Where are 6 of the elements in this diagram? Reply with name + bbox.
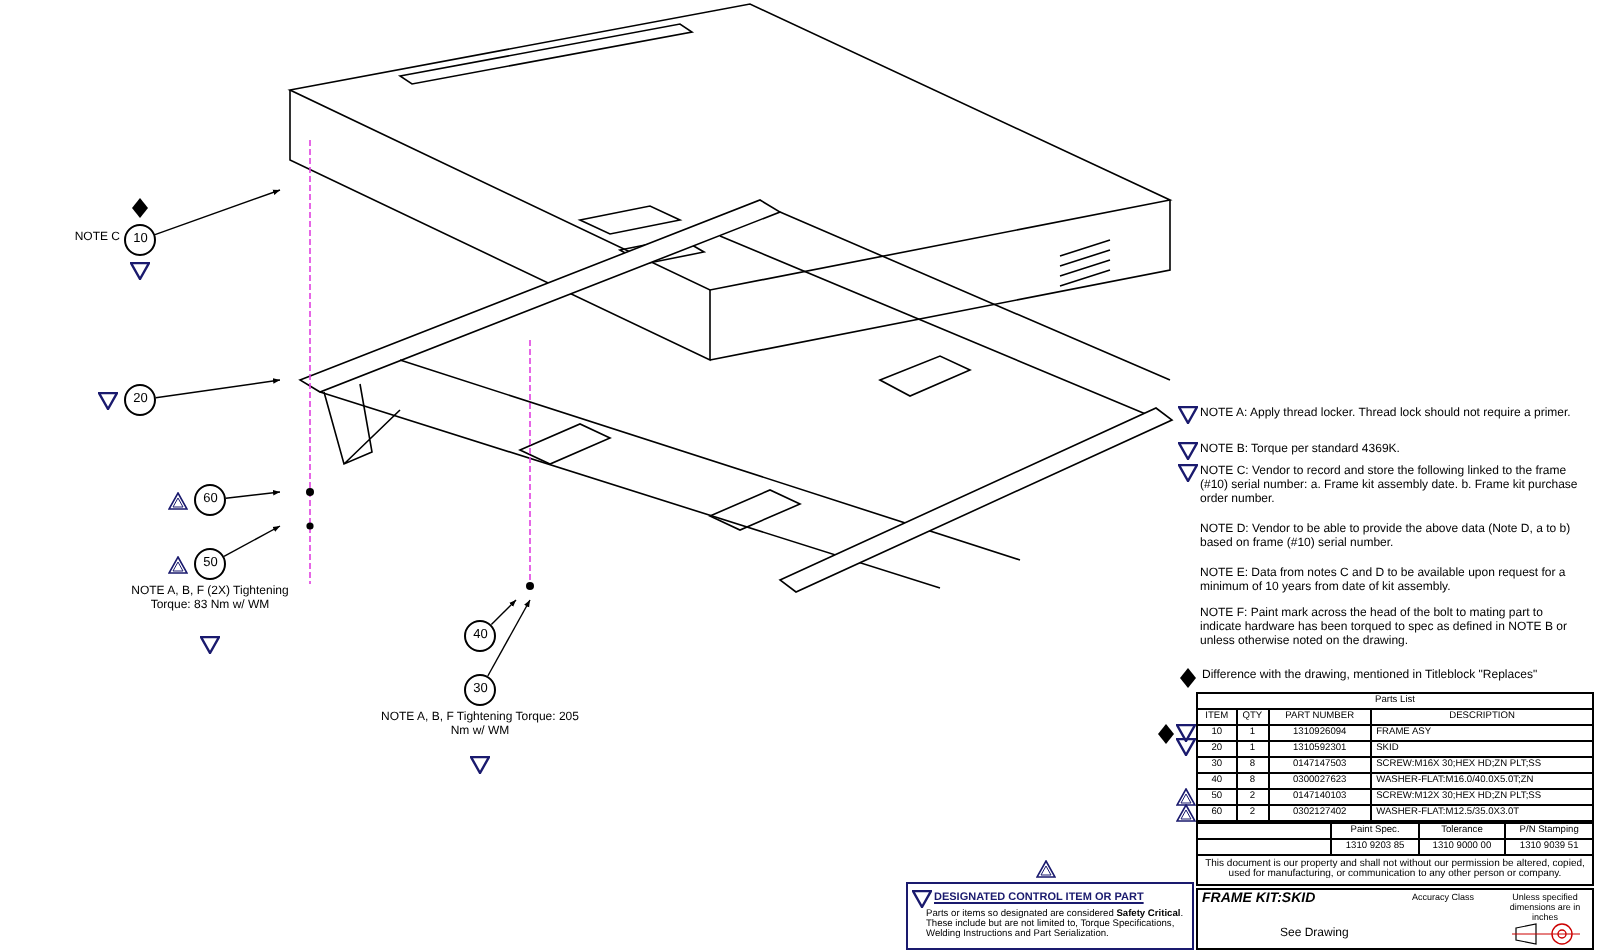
leader-line bbox=[223, 525, 281, 558]
leader-line bbox=[155, 378, 281, 399]
leader-line bbox=[154, 189, 281, 236]
leader-line bbox=[487, 599, 531, 677]
leader-line bbox=[490, 599, 517, 626]
leader-line bbox=[225, 490, 281, 499]
